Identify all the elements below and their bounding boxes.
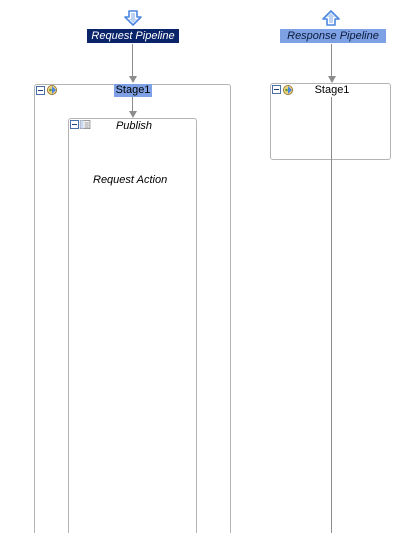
request-stage-title[interactable]: Stage1 [114, 84, 152, 97]
collapse-icon[interactable] [36, 86, 45, 95]
response-connector-line [331, 44, 332, 78]
collapse-icon[interactable] [272, 85, 281, 94]
request-action-label[interactable]: Request Action [93, 174, 168, 186]
response-stage-title[interactable]: Stage1 [314, 84, 350, 96]
response-connector-arrow [328, 76, 336, 83]
arrow-up-icon[interactable] [322, 10, 340, 26]
request-pipeline-label[interactable]: Request Pipeline [87, 29, 179, 43]
collapse-icon[interactable] [70, 120, 79, 129]
response-stage-box[interactable] [270, 83, 391, 160]
stage-node-icon [47, 85, 57, 95]
stage-to-publish-line [132, 97, 133, 111]
stage-node-icon [283, 85, 293, 95]
arrow-down-icon[interactable] [124, 10, 142, 26]
response-pipeline-label[interactable]: Response Pipeline [280, 29, 386, 43]
publish-node-icon [79, 120, 91, 129]
stage-to-publish-arrow [129, 111, 137, 118]
publish-title[interactable]: Publish [115, 120, 153, 132]
publish-box[interactable] [68, 118, 197, 533]
request-connector-line [132, 44, 133, 78]
response-through-line [331, 97, 332, 533]
request-connector-arrow [129, 76, 137, 83]
